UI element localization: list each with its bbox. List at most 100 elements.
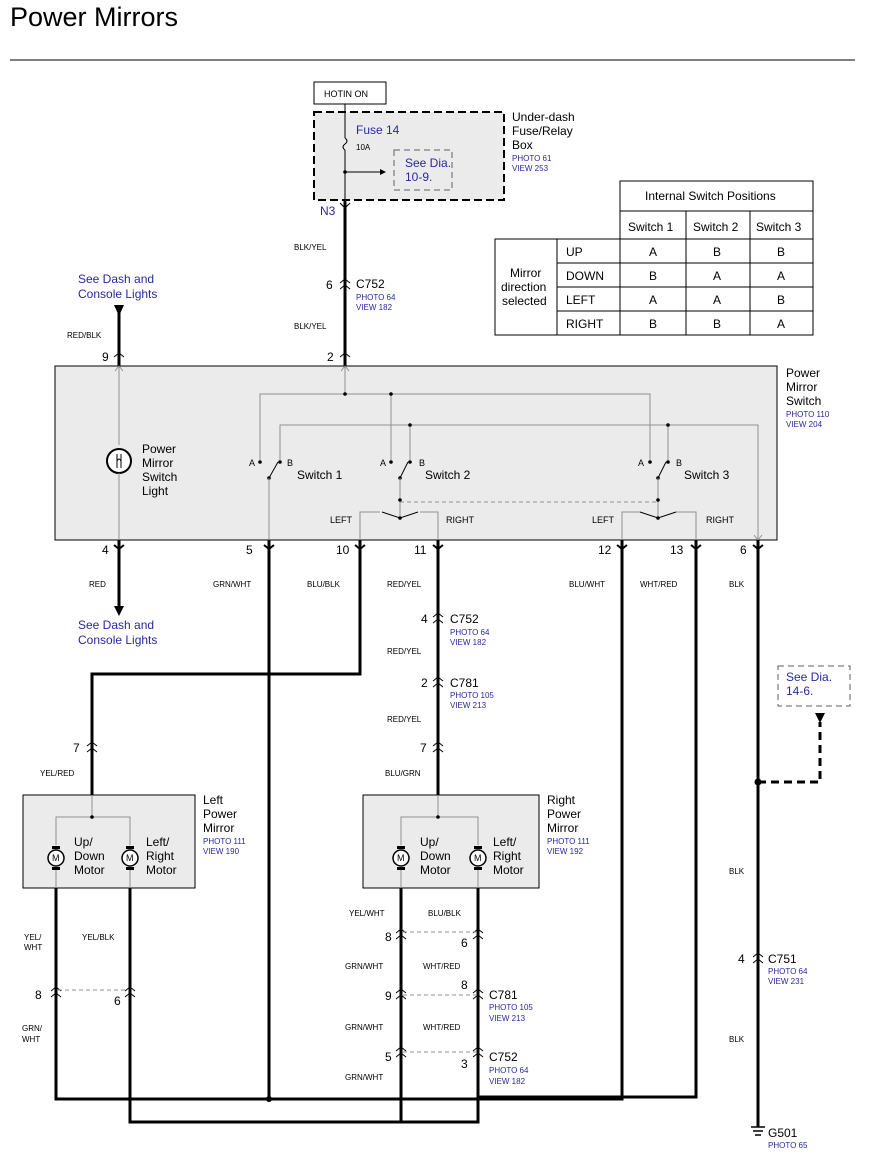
c751-view[interactable]: VIEW 231 bbox=[768, 977, 805, 986]
right-motor-b-symbol: M bbox=[474, 853, 482, 863]
col-switch-2: Switch 2 bbox=[693, 220, 739, 234]
c781-low-view[interactable]: VIEW 213 bbox=[489, 1014, 526, 1023]
c752-low-name: C752 bbox=[489, 1050, 518, 1064]
light-name-4: Light bbox=[142, 484, 169, 498]
row-left-s1: A bbox=[649, 293, 657, 307]
switch-pin-13: 13 bbox=[670, 543, 684, 557]
wire-grn-wht-r3: GRN/WHT bbox=[345, 1073, 383, 1082]
right-mirror-photo[interactable]: PHOTO 111 bbox=[547, 837, 590, 846]
c751-photo[interactable]: PHOTO 64 bbox=[768, 967, 808, 976]
c752-mid-name: C752 bbox=[450, 612, 479, 626]
left-mirror-name-1: Left bbox=[203, 793, 224, 807]
left-motor-a-1: Up/ bbox=[74, 835, 93, 849]
c752-low-pin-left: 5 bbox=[385, 1050, 392, 1064]
fuse-box-view[interactable]: VIEW 253 bbox=[512, 164, 549, 173]
switch-name-2: Mirror bbox=[786, 380, 817, 394]
switch-pin-5: 5 bbox=[246, 543, 253, 557]
wire-red-yel-2: RED/YEL bbox=[387, 647, 422, 656]
wire-yel-wht-l1: YEL/ bbox=[24, 933, 42, 942]
col-switch-1: Switch 1 bbox=[628, 220, 674, 234]
c752-low-photo[interactable]: PHOTO 64 bbox=[489, 1066, 529, 1075]
wire-yel-blk: YEL/BLK bbox=[82, 933, 115, 942]
fuse-rating: 10A bbox=[356, 143, 371, 152]
wire-yel-red: YEL/RED bbox=[40, 769, 74, 778]
terminal-n3: N3 bbox=[320, 204, 336, 218]
row-up-s2: B bbox=[713, 245, 721, 259]
c752-top-name: C752 bbox=[356, 277, 385, 291]
sw1-b: B bbox=[287, 458, 293, 468]
c751-name: C751 bbox=[768, 952, 797, 966]
c752-top-photo[interactable]: PHOTO 64 bbox=[356, 293, 396, 302]
sw2-b: B bbox=[419, 458, 425, 468]
row-down-s3: A bbox=[777, 269, 785, 283]
fuse-name[interactable]: Fuse 14 bbox=[356, 123, 400, 137]
see-dia-14-6-line1[interactable]: See Dia. bbox=[786, 670, 832, 684]
c781-mid-view[interactable]: VIEW 213 bbox=[450, 701, 487, 710]
c752-top-view[interactable]: VIEW 182 bbox=[356, 303, 393, 312]
wire-grn-wht-l2: WHT bbox=[22, 1035, 40, 1044]
switch-box bbox=[54, 365, 778, 541]
switch-pin-4: 4 bbox=[102, 543, 109, 557]
c781-mid-name: C781 bbox=[450, 676, 479, 690]
row-down-label: DOWN bbox=[566, 269, 604, 283]
g501-photo[interactable]: PHOTO 65 bbox=[768, 1141, 808, 1150]
right-mirror-name-3: Mirror bbox=[547, 821, 578, 835]
c752-mid-photo[interactable]: PHOTO 64 bbox=[450, 628, 490, 637]
row-up-s1: A bbox=[649, 245, 657, 259]
fuse-box-name-2: Fuse/Relay bbox=[512, 124, 573, 138]
row-down-s2: A bbox=[713, 269, 721, 283]
row-up-label: UP bbox=[566, 245, 583, 259]
wire-blk-yel-bottom: BLK/YEL bbox=[294, 322, 327, 331]
switch-pin-6: 6 bbox=[740, 543, 747, 557]
dash-bottom-line1[interactable]: See Dash and bbox=[78, 618, 154, 632]
c752-mid-view[interactable]: VIEW 182 bbox=[450, 638, 487, 647]
switch-pin-9: 9 bbox=[102, 350, 109, 364]
see-dia-10-9-line1[interactable]: See Dia. bbox=[405, 156, 451, 170]
right-power-mirror: Right Power Mirror PHOTO 111 VIEW 192 M … bbox=[362, 793, 590, 889]
left-mirror-view[interactable]: VIEW 190 bbox=[203, 847, 240, 856]
left-motor-a-2: Down bbox=[74, 849, 105, 863]
see-dia-14-6-line2[interactable]: 14-6. bbox=[786, 684, 813, 698]
right-motor-a-2: Down bbox=[420, 849, 451, 863]
wire-grn-wht-r2: GRN/WHT bbox=[345, 1023, 383, 1032]
switch-pin-12: 12 bbox=[598, 543, 612, 557]
c752-low-pin-right: 3 bbox=[461, 1057, 468, 1071]
right-mirror-lower-wires: YEL/WHT BLU/BLK 8 6 GRN/WHT WHT/RED 9 8 … bbox=[345, 888, 533, 1122]
arrow-down-icon bbox=[815, 713, 825, 723]
wire-red: RED bbox=[89, 580, 106, 589]
c781-mid-photo[interactable]: PHOTO 105 bbox=[450, 691, 494, 700]
row-left-s2: A bbox=[713, 293, 721, 307]
c751-pin: 4 bbox=[738, 952, 745, 966]
motor-icon bbox=[47, 849, 65, 867]
g501-name: G501 bbox=[768, 1126, 798, 1140]
left-mirror-name-2: Power bbox=[203, 807, 237, 821]
c752-low-view[interactable]: VIEW 182 bbox=[489, 1077, 526, 1086]
switch-1-label: Switch 1 bbox=[297, 468, 343, 482]
sw3-b: B bbox=[676, 458, 682, 468]
switch-positions-table: Internal Switch Positions Switch 1 Switc… bbox=[494, 180, 814, 336]
right-mirror-pin-6: 6 bbox=[461, 936, 468, 950]
see-dia-10-9-line2[interactable]: 10-9. bbox=[405, 170, 432, 184]
dash-bottom-line2[interactable]: Console Lights bbox=[78, 633, 157, 647]
row-right-s1: B bbox=[649, 317, 657, 331]
switch-photo[interactable]: PHOTO 110 bbox=[786, 410, 830, 419]
right-motor-a-symbol: M bbox=[397, 853, 405, 863]
wire-yel-wht-l2: WHT bbox=[24, 943, 42, 952]
left-mirror-photo[interactable]: PHOTO 111 bbox=[203, 837, 246, 846]
fuse-box-photo[interactable]: PHOTO 61 bbox=[512, 154, 552, 163]
bulb-filament-icon bbox=[116, 454, 122, 468]
switch-2-label: Switch 2 bbox=[425, 468, 471, 482]
right-mirror-view[interactable]: VIEW 192 bbox=[547, 847, 584, 856]
row-right-s2: B bbox=[713, 317, 721, 331]
right-motor-b-2: Right bbox=[493, 849, 522, 863]
harness-wires: RED See Dash and Console Lights GRN/WHT … bbox=[40, 540, 851, 1150]
switch-view[interactable]: VIEW 204 bbox=[786, 420, 823, 429]
left-motor-a-3: Motor bbox=[74, 863, 105, 877]
dash-top-line1[interactable]: See Dash and bbox=[78, 272, 154, 286]
wire-blu-grn: BLU/GRN bbox=[385, 769, 421, 778]
wire-blu-wht: BLU/WHT bbox=[569, 580, 605, 589]
dash-top-line2[interactable]: Console Lights bbox=[78, 287, 157, 301]
c781-low-photo[interactable]: PHOTO 105 bbox=[489, 1003, 533, 1012]
left-mirror-pin-7: 7 bbox=[73, 741, 80, 755]
left-motor-b-3: Motor bbox=[146, 863, 177, 877]
